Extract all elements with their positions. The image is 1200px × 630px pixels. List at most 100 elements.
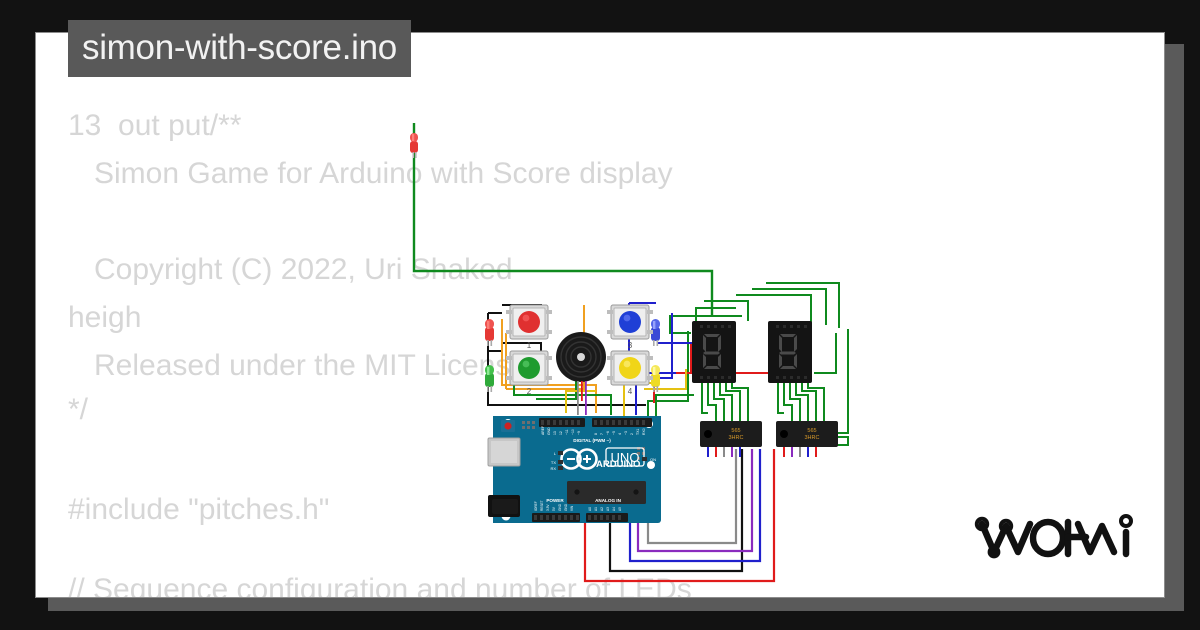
wire-green (766, 282, 840, 328)
led-green[interactable] (485, 365, 494, 392)
svg-text:5V: 5V (552, 506, 556, 511)
led-top-red[interactable] (410, 133, 418, 158)
wire-gray-loop (646, 449, 738, 545)
svg-text:~6: ~6 (606, 431, 610, 435)
wire-green (719, 381, 733, 421)
atmega-chip (567, 481, 646, 504)
resistor-pack-left-marking-line2: 3HRC (729, 435, 744, 441)
resistor-pack-left[interactable]: 565 3HRC (700, 421, 762, 447)
svg-text:7: 7 (600, 433, 604, 435)
wire-green (801, 381, 817, 421)
wire-green-left (536, 373, 577, 400)
svg-text:2: 2 (630, 433, 634, 435)
led-yellow[interactable] (651, 365, 660, 392)
buzzer[interactable] (556, 332, 606, 415)
power-header[interactable] (532, 513, 580, 522)
uno-badge: UNO (605, 447, 645, 467)
wire-green (777, 381, 784, 414)
wire-green-board (655, 394, 694, 421)
pushbutton-2-label: 2 (527, 387, 532, 396)
svg-text:~3: ~3 (624, 431, 628, 435)
wire-green (704, 300, 749, 321)
wire-green (725, 381, 741, 421)
pushbutton-3[interactable]: 3 (607, 304, 653, 350)
wire-green (707, 381, 717, 421)
svg-text:RESET: RESET (540, 500, 544, 511)
wire-green (731, 381, 749, 421)
svg-text:~5: ~5 (612, 431, 616, 435)
pushbutton-3-label: 3 (628, 341, 633, 350)
svg-text:AREF: AREF (541, 426, 545, 435)
l-led-label: L (554, 451, 557, 456)
svg-text:IOREF: IOREF (534, 501, 538, 511)
svg-text:~11: ~11 (565, 429, 569, 435)
resistor-pack-left-marking-line1: 565 (731, 428, 740, 434)
analog-label: ANALOG IN (595, 498, 621, 503)
svg-text:A0: A0 (588, 507, 592, 511)
svg-text:12: 12 (559, 431, 563, 435)
pushbutton-1[interactable]: 1 (506, 304, 552, 350)
led-red[interactable] (485, 319, 494, 346)
seven-segment-left[interactable] (692, 321, 736, 383)
svg-text:TX1: TX1 (636, 429, 640, 435)
svg-text:~9: ~9 (577, 431, 581, 435)
pushbutton-1-label: 1 (527, 341, 532, 350)
digital-label: DIGITAL (PWM ~) (573, 438, 611, 443)
pushbutton-4[interactable]: 4 (607, 350, 653, 396)
seven-segment-right[interactable] (768, 321, 812, 383)
wire-green (814, 333, 837, 374)
wire-green (713, 381, 725, 421)
svg-text:GND: GND (558, 503, 562, 511)
power-label: POWER (546, 498, 564, 503)
svg-text:3.3V: 3.3V (546, 504, 550, 511)
svg-text:13: 13 (553, 431, 557, 435)
seven-segment-right-digit (779, 334, 797, 369)
wokwi-logo (974, 510, 1142, 567)
svg-text:4: 4 (618, 433, 622, 435)
resistor-pack-right-marking-line2: 3HRC (805, 435, 820, 441)
filename-banner: simon-with-score.ino (68, 20, 411, 77)
svg-text:A3: A3 (606, 507, 610, 511)
svg-text:~10: ~10 (571, 429, 575, 435)
seven-segment-left-digit (703, 334, 721, 369)
wire-green-board (647, 331, 689, 421)
wire-green (795, 381, 809, 421)
on-led-label: ON (650, 457, 656, 462)
wire-orange (501, 319, 597, 413)
project-preview-card: 13 out put/** Simon Game for Arduino wit… (35, 32, 1165, 598)
svg-text:VIN: VIN (570, 505, 574, 511)
arduino-uno-board[interactable]: AREF GND 13 12 ~11 ~10 ~9 8 7 ~6 ~5 4 ~3… (487, 416, 661, 523)
svg-text:8: 8 (594, 433, 598, 435)
wire-green (669, 315, 742, 334)
wire-green (783, 381, 793, 421)
svg-text:A4: A4 (612, 507, 616, 511)
wire-green-top-led (412, 123, 714, 315)
svg-text:GND: GND (564, 503, 568, 511)
arduino-logo-icon (560, 448, 598, 470)
uno-model-label: UNO (611, 450, 640, 465)
wire-green (832, 329, 849, 434)
tx-led-label: TX (551, 460, 556, 465)
resistor-pack-right-marking-line1: 565 (807, 428, 816, 434)
wire-green (789, 381, 801, 421)
wire-green (736, 294, 812, 323)
rx-led-label: RX (550, 466, 556, 471)
wire-green (701, 381, 708, 414)
svg-text:A5: A5 (618, 507, 622, 511)
arduino-wordmark: ARDUINO (596, 459, 640, 470)
led-blue[interactable] (651, 319, 660, 346)
svg-text:GND: GND (547, 427, 551, 435)
filename-label: simon-with-score.ino (82, 28, 397, 67)
wire-stubs (707, 447, 817, 457)
wire-green (695, 307, 736, 323)
svg-text:A2: A2 (600, 507, 604, 511)
pushbutton-4-label: 4 (628, 387, 633, 396)
resistor-pack-right[interactable]: 565 3HRC (776, 421, 838, 447)
wokwi-logo-icon (974, 514, 1133, 559)
pushbutton-2[interactable]: 2 (506, 350, 552, 396)
circuit-diagram: 1 2 (410, 123, 849, 583)
svg-text:RX0: RX0 (642, 428, 646, 435)
wire-green (807, 381, 825, 421)
wire-green (752, 288, 827, 325)
